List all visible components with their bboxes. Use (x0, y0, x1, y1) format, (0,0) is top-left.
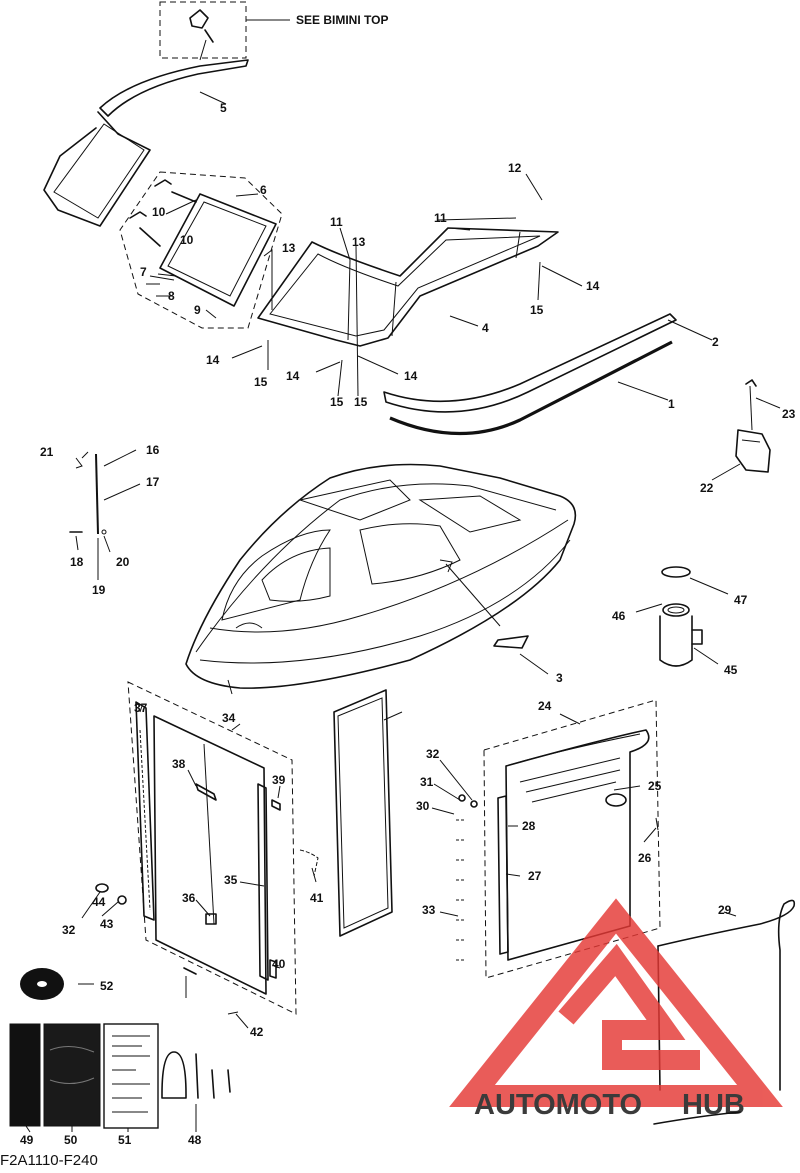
callout-32: 32 (426, 747, 440, 761)
callout-19: 19 (92, 583, 106, 597)
boat-hull (185, 463, 577, 695)
see-bimini-top-note: SEE BIMINI TOP (296, 13, 388, 27)
callout-40: 40 (272, 957, 286, 971)
drawing-code: F2A1110-F240 (0, 1152, 98, 1168)
callout-20: 20 (116, 555, 130, 569)
callout-22: 22 (700, 481, 714, 495)
callout-29: 29 (718, 903, 732, 917)
callout-46: 46 (612, 609, 626, 623)
callout-11: 11 (434, 211, 447, 225)
callout-15: 15 (330, 395, 344, 409)
callout-49: 49 (20, 1133, 34, 1147)
callout-50: 50 (64, 1133, 78, 1147)
cleat-and-cupholder (659, 379, 771, 667)
callout-17: 17 (146, 475, 160, 489)
callout-34: 34 (222, 711, 236, 725)
callout-35: 35 (224, 873, 238, 887)
callout-18: 18 (70, 555, 84, 569)
callout-53: 53 (0, 0, 14, 3)
callout-10: 10 (180, 233, 194, 247)
callout-45: 45 (724, 663, 738, 677)
callout-36: 36 (182, 891, 196, 905)
latch-rod (69, 453, 107, 535)
callout-44: 44 (92, 895, 106, 909)
callout-33: 33 (422, 903, 436, 917)
door-seal (333, 689, 393, 937)
windshield (257, 227, 559, 347)
callout-4: 4 (482, 321, 489, 335)
callout-26: 26 (638, 851, 652, 865)
callout-16: 16 (146, 443, 160, 457)
windshield-glass-inset (119, 171, 283, 329)
callout-15: 15 (530, 303, 544, 317)
callout-51: 51 (118, 1133, 132, 1147)
callout-13: 13 (282, 241, 296, 255)
callout-28: 28 (522, 819, 536, 833)
bimini-top-inset: SEE BIMINI TOP (159, 1, 388, 59)
callout-8: 8 (168, 289, 175, 303)
callout-25: 25 (648, 779, 662, 793)
callout-43: 43 (100, 917, 114, 931)
callout-41: 41 (310, 891, 324, 905)
callout-52: 52 (100, 979, 114, 993)
left-door-assembly (95, 681, 319, 1015)
callout-30: 30 (416, 799, 430, 813)
owner-kit (9, 968, 231, 1129)
callout-11: 11 (330, 215, 343, 229)
callout-37: 37 (134, 701, 148, 715)
callout-2: 2 (712, 335, 719, 349)
callout-23: 23 (782, 407, 796, 421)
callout-9: 9 (194, 303, 201, 317)
callout-6: 6 (260, 183, 267, 197)
callout-15: 15 (254, 375, 268, 389)
callout-38: 38 (172, 757, 186, 771)
callout-14: 14 (404, 369, 418, 383)
callout-7: 7 (140, 265, 147, 279)
callout-5: 5 (220, 101, 227, 115)
callout-32: 32 (62, 923, 76, 937)
callout-39: 39 (272, 773, 286, 787)
watermark-text-part2: HUB (682, 1089, 745, 1121)
callout-12: 12 (508, 161, 522, 175)
callout-15: 15 (354, 395, 368, 409)
callout-13: 13 (352, 235, 366, 249)
callout-24: 24 (538, 699, 552, 713)
bimini-frame (43, 39, 249, 227)
callout-27: 27 (528, 869, 542, 883)
leader-lines (25, 91, 781, 1133)
callout-54: 54 (0, 0, 14, 3)
callout-10: 10 (152, 205, 166, 219)
callout-3: 3 (556, 671, 563, 685)
callout-21: 21 (40, 445, 54, 459)
callout-42: 42 (250, 1025, 264, 1039)
callout-14: 14 (286, 369, 300, 383)
watermark-logo: AUTOMOTO HUB (449, 898, 783, 1121)
right-panel-assembly (456, 699, 661, 979)
callout-14: 14 (206, 353, 220, 367)
callout-31: 31 (420, 775, 434, 789)
callout-14: 14 (586, 279, 600, 293)
callout-47: 47 (734, 593, 748, 607)
watermark-text-part1: AUTOMOTO (474, 1089, 642, 1121)
callout-48: 48 (188, 1133, 202, 1147)
callout-1: 1 (668, 397, 675, 411)
gunwale-trim (383, 313, 677, 436)
